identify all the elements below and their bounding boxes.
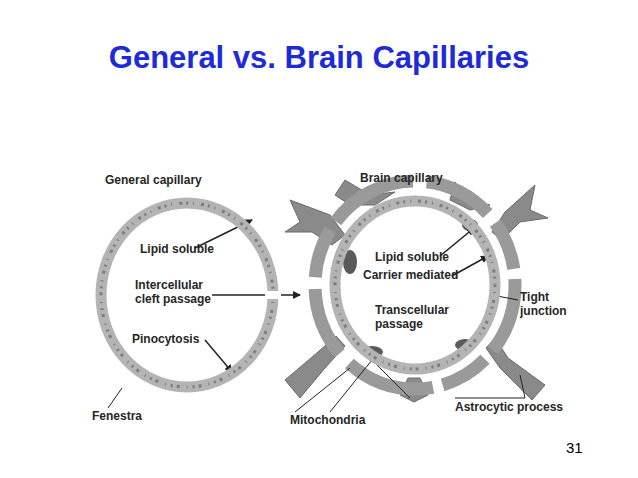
capillary-wall [330,195,500,375]
part-label: Fenestra [92,409,172,423]
part-label: Mitochondria [290,413,400,427]
transport-label: Transcellular passage [375,303,457,331]
wall-texture [335,201,495,369]
astrocyte-foot [285,200,345,245]
endothelial-wall [335,201,495,369]
leader-line [295,368,350,412]
astrocyte-sheath [315,181,515,389]
capillary-cross-section: General capillaryLipid solubleIntercellu… [95,198,280,393]
wall-texture [101,203,273,387]
leader-line [455,375,525,398]
astrocytic-processes [285,180,548,402]
transport-label: Pinocytosis [132,332,232,346]
transport-arrow [205,340,232,372]
part-label: Astrocytic process [455,400,595,414]
transport-label: Lipid soluble [140,242,240,256]
leader-line [497,296,518,300]
capillary-heading: General capillary [105,173,265,187]
transport-label: Carrier mediated [363,268,473,282]
leader-line [108,388,122,408]
transport-label: Intercellular cleft passage [135,278,219,306]
endothelial-wall [101,203,273,387]
page-number: 31 [566,441,606,455]
part-label: Tight junction [520,290,572,318]
capillary-cross-section: Brain capillaryLipid solubleCarrier medi… [330,195,500,375]
cleft-gap [265,291,281,299]
transport-label: Lipid soluble [375,250,475,264]
slide-title: General vs. Brain Capillaries [0,40,638,76]
transport-arrow [212,294,300,296]
capillary-heading: Brain capillary [360,171,500,185]
